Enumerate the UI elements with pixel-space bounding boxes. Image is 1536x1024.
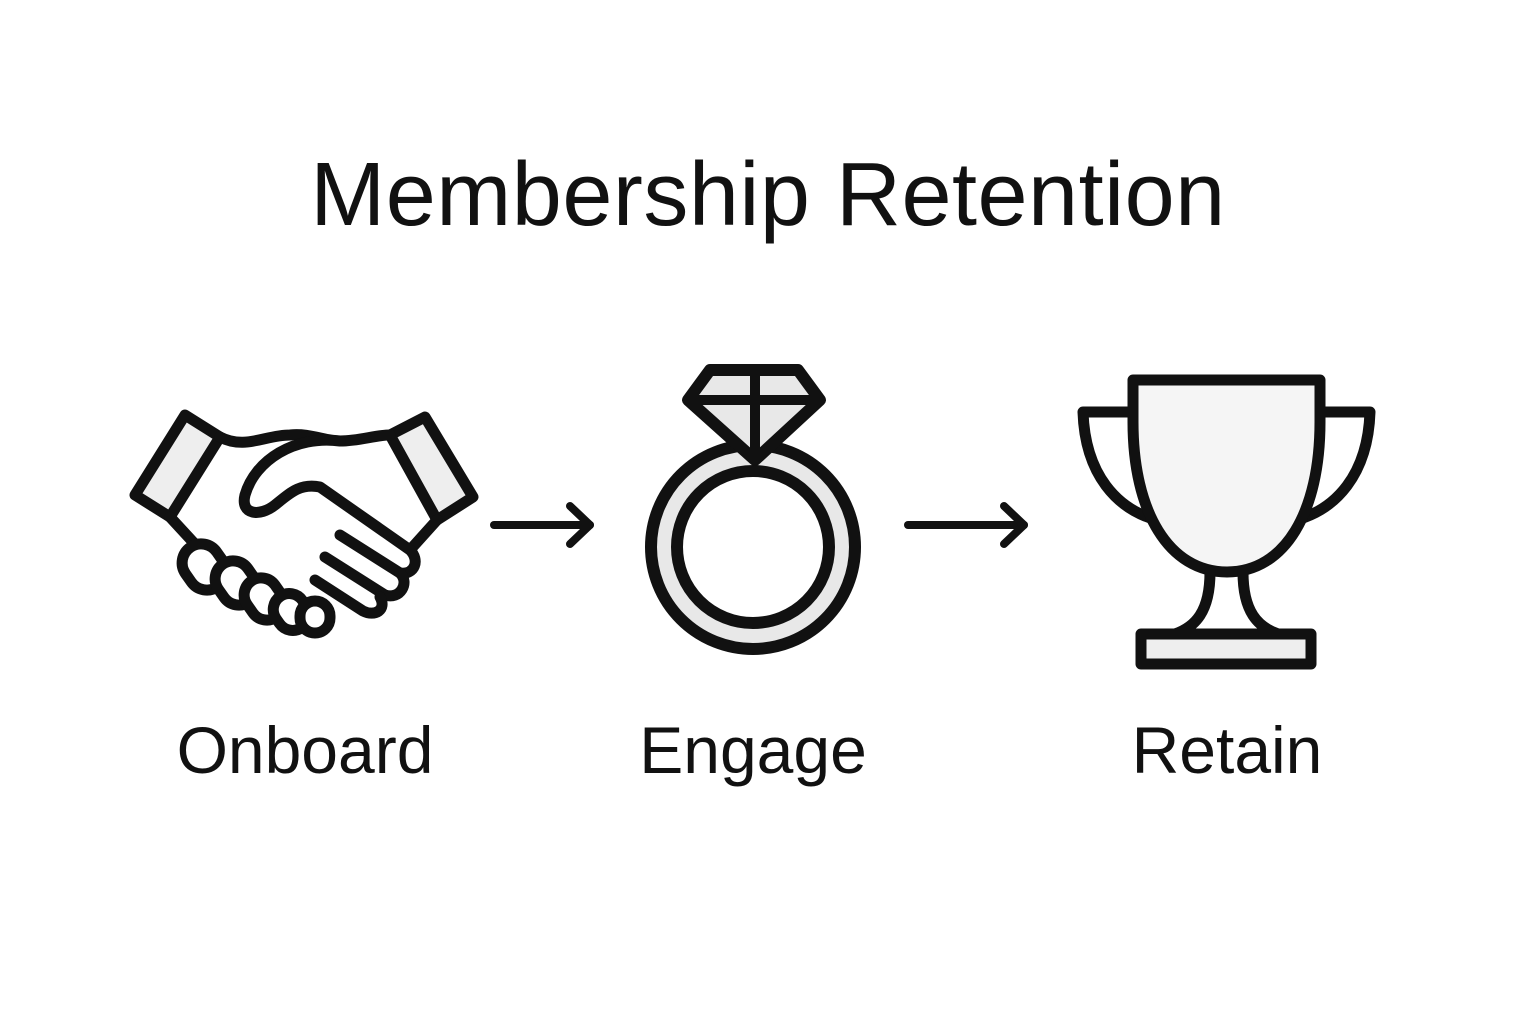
- arrow-right-icon: [488, 500, 598, 550]
- trophy-icon: [1075, 372, 1380, 672]
- step-label-engage: Engage: [639, 713, 867, 787]
- step-label-retain: Retain: [1131, 713, 1323, 787]
- handshake-icon: [125, 405, 485, 645]
- step-label-onboard: Onboard: [176, 713, 434, 787]
- diamond-ring-icon: [640, 360, 870, 660]
- diagram-title: Membership Retention: [310, 145, 1226, 245]
- arrow-right-icon: [902, 500, 1032, 550]
